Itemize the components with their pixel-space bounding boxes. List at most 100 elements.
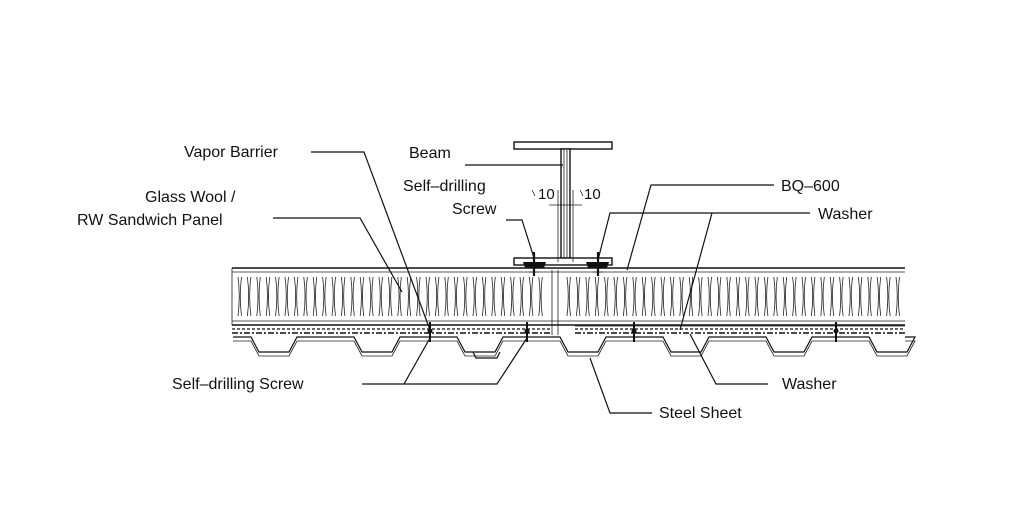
insulation-fiber bbox=[578, 276, 581, 317]
insulation-fiber bbox=[519, 276, 522, 317]
insulation-fiber bbox=[832, 276, 835, 317]
label-steel-sheet: Steel Sheet bbox=[659, 405, 742, 422]
insulation-fiber bbox=[503, 276, 506, 317]
steel-beam bbox=[513, 141, 613, 266]
insulation-fiber bbox=[512, 276, 515, 317]
insulation-fiber bbox=[446, 276, 449, 317]
insulation-fiber bbox=[343, 276, 346, 317]
insulation-fiber bbox=[277, 276, 280, 317]
insulation-fiber bbox=[641, 276, 644, 317]
leader-bq600 bbox=[626, 184, 774, 271]
insulation-fiber bbox=[625, 276, 628, 317]
insulation-fiber bbox=[294, 276, 297, 317]
leader-washer-bottom bbox=[689, 333, 768, 385]
insulation-fiber bbox=[698, 276, 701, 317]
insulation-fiber bbox=[256, 276, 259, 317]
insulation-fiber bbox=[653, 276, 656, 317]
insulation-fiber bbox=[359, 276, 362, 317]
insulation-fiber bbox=[566, 276, 569, 317]
insulation-fiber bbox=[726, 276, 729, 317]
label-vapor-barrier: Vapor Barrier bbox=[184, 144, 279, 161]
insulation-fiber bbox=[811, 276, 814, 317]
insulation-fiber bbox=[315, 276, 318, 317]
leader-screw-top bbox=[506, 219, 535, 259]
insulation-fiber bbox=[785, 276, 788, 317]
insulation-fiber bbox=[700, 276, 703, 317]
insulation-fiber bbox=[397, 276, 400, 317]
insulation-fiber bbox=[841, 276, 844, 317]
insulation-fiber bbox=[380, 276, 383, 317]
insulation-fiber bbox=[623, 276, 626, 317]
insulation-fiber bbox=[500, 276, 503, 317]
dim-label-left: 10 bbox=[538, 186, 555, 203]
insulation-fiber bbox=[587, 276, 590, 317]
insulation-fiber bbox=[594, 276, 597, 317]
leader-screw-bottom-2 bbox=[404, 337, 528, 385]
insulation-fiber bbox=[529, 276, 532, 317]
insulation-fiber bbox=[897, 276, 900, 317]
insulation-fiber bbox=[644, 276, 647, 317]
insulation-fiber bbox=[634, 276, 637, 317]
insulation-fiber bbox=[350, 276, 353, 317]
insulation-fiber bbox=[860, 276, 863, 317]
insulation-fiber bbox=[239, 276, 242, 317]
insulation-fiber bbox=[766, 276, 769, 317]
insulation-fiber bbox=[867, 276, 870, 317]
leader-washer-top-2 bbox=[679, 212, 713, 331]
dimension-marks bbox=[531, 189, 584, 262]
insulation-fiber bbox=[268, 276, 271, 317]
insulation-fiber bbox=[822, 276, 825, 317]
insulation-fiber bbox=[296, 276, 299, 317]
insulation-fiber bbox=[792, 276, 795, 317]
insulation-fiber bbox=[773, 276, 776, 317]
label-washer-bottom: Washer bbox=[782, 376, 837, 393]
insulation-fiber bbox=[895, 276, 898, 317]
vapor-barrier-layer bbox=[232, 325, 905, 334]
insulation-fiber bbox=[265, 276, 268, 317]
insulation-fiber bbox=[879, 276, 882, 317]
insulation-fiber bbox=[662, 276, 665, 317]
insulation-fiber bbox=[247, 276, 250, 317]
insulation-fiber bbox=[284, 276, 287, 317]
insulation-fiber bbox=[493, 276, 496, 317]
insulation-fiber bbox=[764, 276, 767, 317]
beam-screw-right bbox=[586, 252, 609, 276]
insulation-fiber bbox=[437, 276, 440, 317]
insulation-fiber bbox=[312, 276, 315, 317]
insulation-fiber bbox=[801, 276, 804, 317]
insulation-fiber bbox=[691, 276, 694, 317]
insulation-fiber bbox=[463, 276, 466, 317]
insulation-fiber bbox=[850, 276, 853, 317]
insulation-fiber bbox=[839, 276, 842, 317]
label-screw-bottom: Self–drilling Screw bbox=[172, 376, 304, 393]
insulation-fiber bbox=[886, 276, 889, 317]
insulation-fiber bbox=[869, 276, 872, 317]
insulation-fiber bbox=[803, 276, 806, 317]
insulation-fiber bbox=[756, 276, 759, 317]
insulation-fiber bbox=[747, 276, 750, 317]
insulation-fiber bbox=[745, 276, 748, 317]
insulation-fiber bbox=[491, 276, 494, 317]
insulation-fiber bbox=[352, 276, 355, 317]
insulation-fiber bbox=[435, 276, 438, 317]
insulation-fiber bbox=[324, 276, 327, 317]
insulation-fiber bbox=[615, 276, 618, 317]
insulation-fiber bbox=[322, 276, 325, 317]
insulation-fiber bbox=[427, 276, 430, 317]
insulation-fiber bbox=[390, 276, 393, 317]
insulation-fiber bbox=[472, 276, 475, 317]
insulation-fiber bbox=[465, 276, 468, 317]
insulation-fiber bbox=[388, 276, 391, 317]
insulation-fiber bbox=[632, 276, 635, 317]
insulation-fiber bbox=[568, 276, 571, 317]
sandwich-panel bbox=[231, 267, 905, 335]
insulation-fiber bbox=[858, 276, 861, 317]
label-beam: Beam bbox=[409, 145, 451, 162]
insulation-fiber bbox=[378, 276, 381, 317]
insulation-fiber bbox=[651, 276, 654, 317]
label-screw-top-1: Self–drilling bbox=[403, 178, 486, 195]
leader-lines bbox=[273, 151, 810, 414]
leader-steel-sheet bbox=[589, 357, 652, 414]
label-screw-top-2: Screw bbox=[452, 201, 497, 218]
